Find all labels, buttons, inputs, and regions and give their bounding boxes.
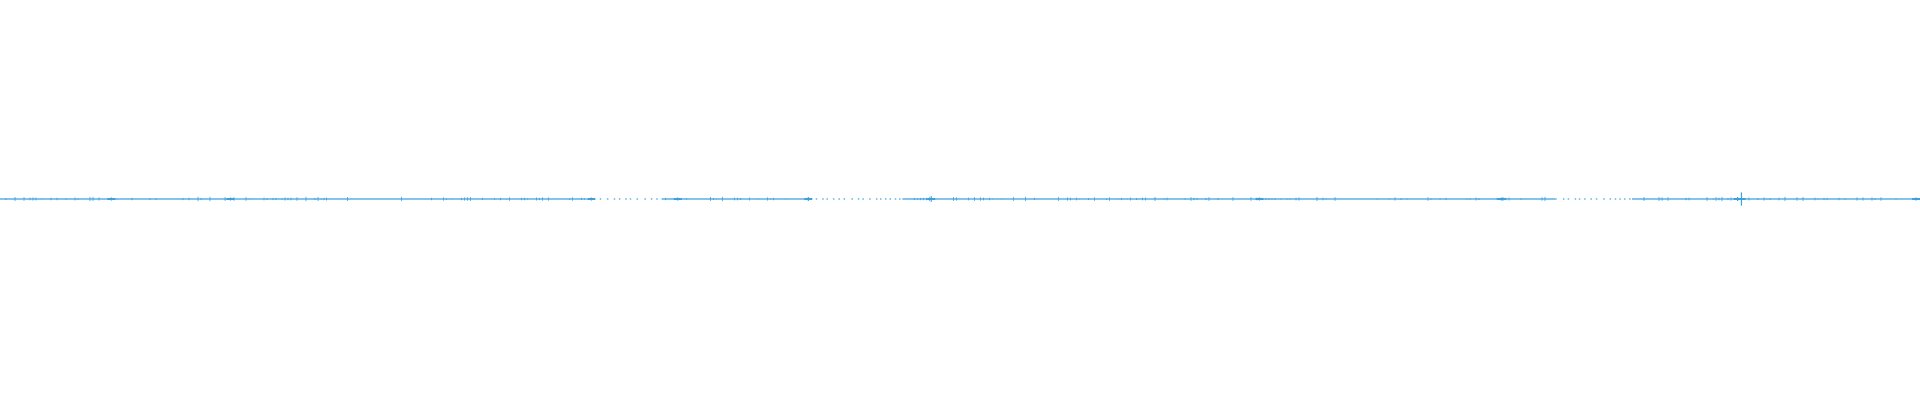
waveform-trace	[0, 192, 1920, 206]
